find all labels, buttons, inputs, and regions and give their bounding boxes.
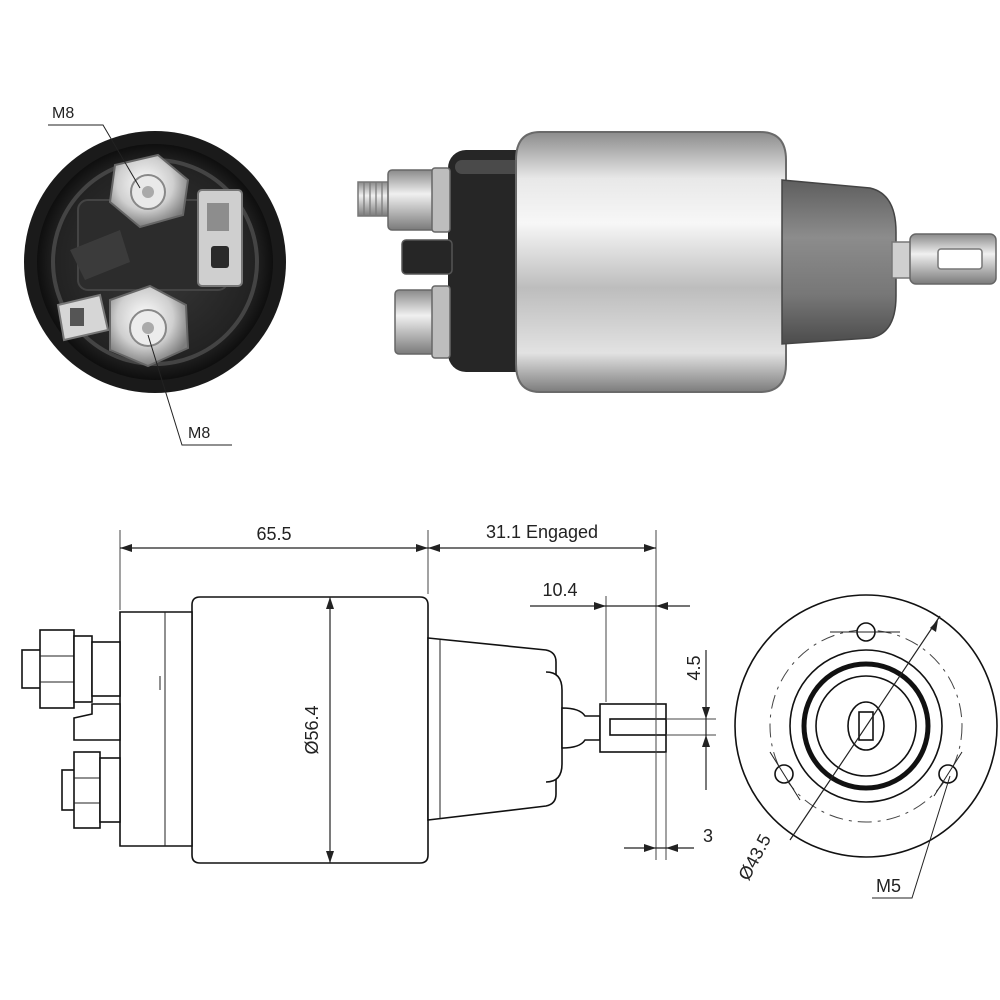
upper-terminal-stud-center	[142, 186, 154, 198]
side-plunger-slot	[937, 248, 983, 270]
switch-terminal-hole	[211, 246, 229, 268]
lower-terminal	[56, 284, 190, 368]
drawing-end-view: Ø43.5 M5	[734, 594, 998, 899]
dim-stroke-engaged: 31.1 Engaged	[486, 522, 598, 542]
side-metal-can	[515, 131, 787, 393]
dim-slot-4-5: 4.5	[684, 655, 704, 680]
label-m8-top: M8	[52, 105, 74, 122]
photo-end-view: M8 M8	[24, 105, 286, 446]
dim-length-65-5: 65.5	[256, 524, 291, 544]
drawing-body	[191, 596, 429, 864]
drawing-plunger-slot	[609, 718, 667, 736]
drawing-top-washer	[73, 635, 93, 703]
leader-m8-top	[48, 124, 141, 189]
dim-diameter-56-4: Ø56.4	[302, 705, 322, 754]
leader-m5	[872, 775, 951, 899]
side-top-nut	[387, 169, 437, 231]
drawing-small-terminal	[73, 703, 121, 741]
drawing-top-nut	[39, 629, 75, 709]
label-m8-bottom: M8	[188, 425, 210, 442]
photo-side-view	[357, 131, 997, 393]
drawing-boot-ring	[545, 671, 563, 783]
side-top-washer	[431, 167, 451, 233]
side-rubber-boot	[781, 179, 897, 345]
side-small-terminal	[401, 239, 453, 275]
leader-bolt-circle	[789, 615, 941, 841]
side-cap-highlight	[455, 160, 525, 174]
end-bolt-circle	[769, 629, 963, 823]
leader-m8-bottom	[147, 334, 232, 446]
side-top-stud-thread	[357, 181, 391, 217]
cap-rib	[70, 230, 130, 280]
lower-terminal-stud-center	[142, 322, 154, 334]
drawing-top-insulator	[91, 641, 121, 697]
drawing-bottom-washer	[99, 757, 121, 823]
drawing-boot	[427, 637, 557, 821]
end-boot-inner	[801, 661, 931, 791]
dim-plunger-10-4: 10.4	[542, 580, 577, 600]
side-cap-housing	[448, 150, 534, 372]
drawing-side-view: 65.5 31.1 Engaged 10.4 Ø56.4 4.5 3	[21, 522, 716, 864]
side-top-stud-threads	[363, 182, 383, 216]
side-bottom-washer	[431, 285, 451, 359]
dim-slot-3: 3	[703, 826, 713, 846]
drawing-plunger-neck	[561, 707, 601, 749]
switch-terminal-slot	[207, 203, 229, 231]
drawing-cap	[119, 611, 193, 847]
label-m5: M5	[876, 876, 901, 896]
side-bottom-nut	[394, 289, 436, 355]
lower-terminal-lug-hole	[70, 308, 84, 326]
upper-terminal	[108, 153, 190, 229]
drawing-bottom-nut	[73, 751, 101, 829]
dim-bolt-circle: Ø43.5	[734, 831, 775, 884]
